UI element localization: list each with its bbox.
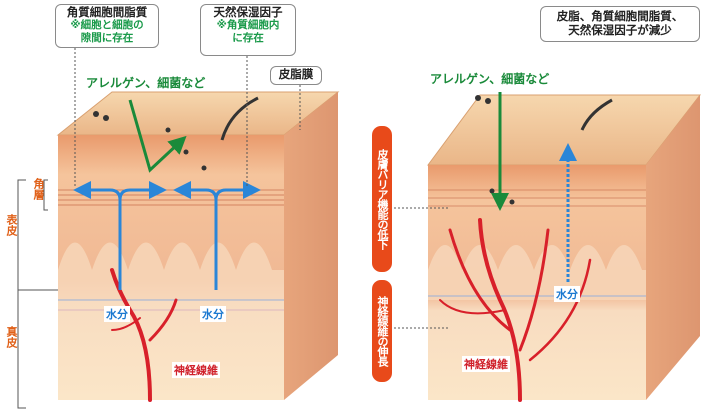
- right-leader-lines: [394, 207, 450, 329]
- left-allergen-label: アレルゲン、細菌など: [86, 76, 206, 90]
- lipid-note-1: ※細胞と細胞の: [70, 19, 144, 31]
- sebum-label-box: 皮脂膜: [270, 66, 322, 85]
- right-allergen-label: アレルゲン、細菌など: [430, 72, 550, 86]
- barrier-decline-badge: 皮膚バリア機能の低下: [372, 126, 392, 272]
- lipid-note-2: 隙間に存在: [80, 32, 134, 44]
- left-leader-lines: [74, 48, 301, 186]
- left-nerve-label: 神経線維: [172, 362, 220, 378]
- lipid-label-box: 角質細胞間脂質 ※細胞と細胞の 隙間に存在: [55, 4, 159, 48]
- right-skin-cube: [427, 94, 702, 400]
- left-nerve-fibers: [110, 268, 178, 402]
- right-nerve-label: 神経線維: [462, 356, 510, 372]
- summary-line-1: 皮脂、角質細胞間脂質、: [556, 9, 684, 23]
- left-water-label-1: 水分: [104, 306, 130, 322]
- left-water-label-2: 水分: [200, 306, 226, 322]
- layer-stratum-corneum-label: 角層: [32, 178, 45, 200]
- left-water-arrows: [73, 181, 261, 290]
- summary-line-2: 天然保湿因子が減少: [568, 23, 672, 37]
- right-water-label: 水分: [554, 286, 580, 302]
- nmf-label-box: 天然保湿因子 ※角質細胞内 に存在: [200, 4, 296, 56]
- left-skin-cube: [56, 91, 340, 400]
- nmf-note-2: に存在: [232, 32, 264, 44]
- nmf-title: 天然保湿因子: [213, 5, 283, 19]
- nmf-note-1: ※角質細胞内: [216, 19, 280, 31]
- sebum-title: 皮脂膜: [278, 67, 314, 81]
- nerve-elongation-badge: 神経線維の伸長: [372, 280, 392, 382]
- lipid-title: 角質細胞間脂質: [66, 5, 148, 19]
- layer-dermis-label: 真皮: [5, 326, 18, 348]
- right-nerve-fibers: [439, 218, 592, 402]
- layer-brackets: [17, 179, 58, 409]
- summary-label-box: 皮脂、角質細胞間脂質、 天然保湿因子が減少: [540, 6, 700, 42]
- layer-epidermis-label: 表皮: [5, 214, 18, 236]
- left-allergen-arrow: [128, 99, 187, 173]
